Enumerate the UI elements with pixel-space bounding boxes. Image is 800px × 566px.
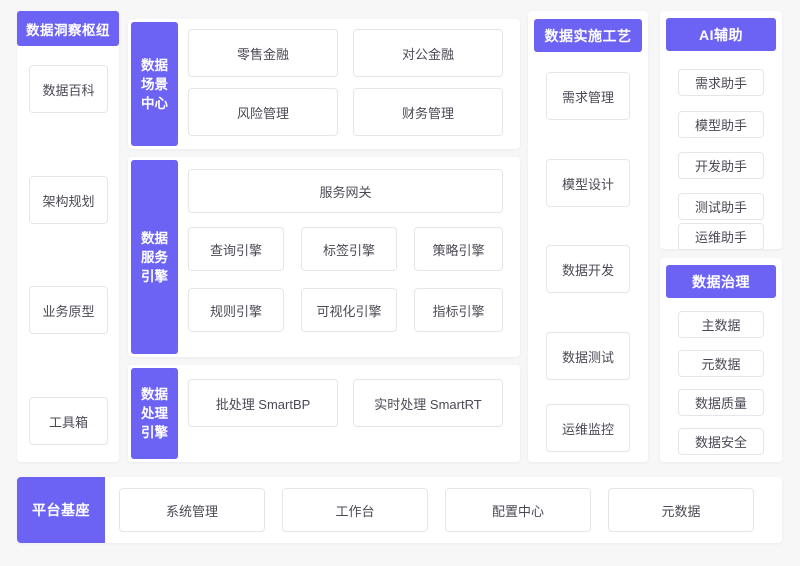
card-requirement-management[interactable]: 需求管理 (546, 72, 630, 120)
card-service-gateway[interactable]: 服务网关 (188, 169, 503, 213)
card-query-engine[interactable]: 查询引擎 (188, 227, 284, 271)
card-data-encyclopedia[interactable]: 数据百科 (29, 65, 108, 113)
card-tag-engine[interactable]: 标签引擎 (301, 227, 397, 271)
card-master-data[interactable]: 主数据 (678, 311, 764, 338)
card-financial-management[interactable]: 财务管理 (353, 88, 503, 136)
panel-data-governance: 数据治理 主数据 元数据 数据质量 数据安全 (660, 258, 782, 462)
card-ops-assistant[interactable]: 运维助手 (678, 223, 764, 250)
process-engine-tab-label: 数据处理引擎 (141, 387, 168, 440)
platform-base-header: 平台基座 (17, 477, 105, 543)
card-toolbox[interactable]: 工具箱 (29, 397, 108, 445)
insight-hub-header: 数据洞察枢纽 (17, 11, 119, 46)
panel-insight-hub: 数据洞察枢纽 数据百科 架构规划 业务原型 工具箱 (17, 11, 119, 462)
implementation-header: 数据实施工艺 (534, 19, 642, 52)
card-corporate-finance[interactable]: 对公金融 (353, 29, 503, 77)
card-strategy-engine[interactable]: 策略引擎 (414, 227, 503, 271)
ai-assist-header: AI辅助 (666, 18, 776, 51)
card-rule-engine[interactable]: 规则引擎 (188, 288, 284, 332)
card-visualization-engine[interactable]: 可视化引擎 (301, 288, 397, 332)
panel-service-engine: 数据服务引擎 服务网关 查询引擎 标签引擎 策略引擎 规则引擎 可视化引擎 指标… (128, 157, 520, 357)
panel-scene-center: 数据场景中心 零售金融 对公金融 风险管理 财务管理 (128, 19, 520, 149)
panel-platform-base: 平台基座 系统管理 工作台 配置中心 元数据 (17, 477, 782, 543)
card-testing-assistant[interactable]: 测试助手 (678, 193, 764, 220)
governance-header: 数据治理 (666, 265, 776, 298)
service-engine-tab: 数据服务引擎 (131, 160, 178, 354)
card-batch-processing-smartbp[interactable]: 批处理 SmartBP (188, 379, 338, 427)
panel-implementation-process: 数据实施工艺 需求管理 模型设计 数据开发 数据测试 运维监控 (528, 11, 648, 462)
card-data-testing[interactable]: 数据测试 (546, 332, 630, 380)
card-model-design[interactable]: 模型设计 (546, 159, 630, 207)
card-system-management[interactable]: 系统管理 (119, 488, 265, 532)
card-metadata-base[interactable]: 元数据 (608, 488, 754, 532)
card-risk-management[interactable]: 风险管理 (188, 88, 338, 136)
card-data-quality[interactable]: 数据质量 (678, 389, 764, 416)
card-architecture-planning[interactable]: 架构规划 (29, 176, 108, 224)
scene-center-tab: 数据场景中心 (131, 22, 178, 146)
card-development-assistant[interactable]: 开发助手 (678, 152, 764, 179)
panel-process-engine: 数据处理引擎 批处理 SmartBP 实时处理 SmartRT (128, 365, 520, 462)
card-business-prototype[interactable]: 业务原型 (29, 286, 108, 334)
card-ops-monitoring[interactable]: 运维监控 (546, 404, 630, 452)
card-workbench[interactable]: 工作台 (282, 488, 428, 532)
process-engine-tab: 数据处理引擎 (131, 368, 178, 459)
card-model-assistant[interactable]: 模型助手 (678, 111, 764, 138)
card-data-development[interactable]: 数据开发 (546, 245, 630, 293)
scene-center-tab-label: 数据场景中心 (141, 57, 168, 111)
card-config-center[interactable]: 配置中心 (445, 488, 591, 532)
card-retail-finance[interactable]: 零售金融 (188, 29, 338, 77)
card-requirement-assistant[interactable]: 需求助手 (678, 69, 764, 96)
card-data-security[interactable]: 数据安全 (678, 428, 764, 455)
service-engine-tab-label: 数据服务引擎 (141, 230, 168, 284)
card-metadata[interactable]: 元数据 (678, 350, 764, 377)
card-metric-engine[interactable]: 指标引擎 (414, 288, 503, 332)
panel-ai-assist: AI辅助 需求助手 模型助手 开发助手 测试助手 运维助手 (660, 11, 782, 250)
card-realtime-processing-smartrt[interactable]: 实时处理 SmartRT (353, 379, 503, 427)
